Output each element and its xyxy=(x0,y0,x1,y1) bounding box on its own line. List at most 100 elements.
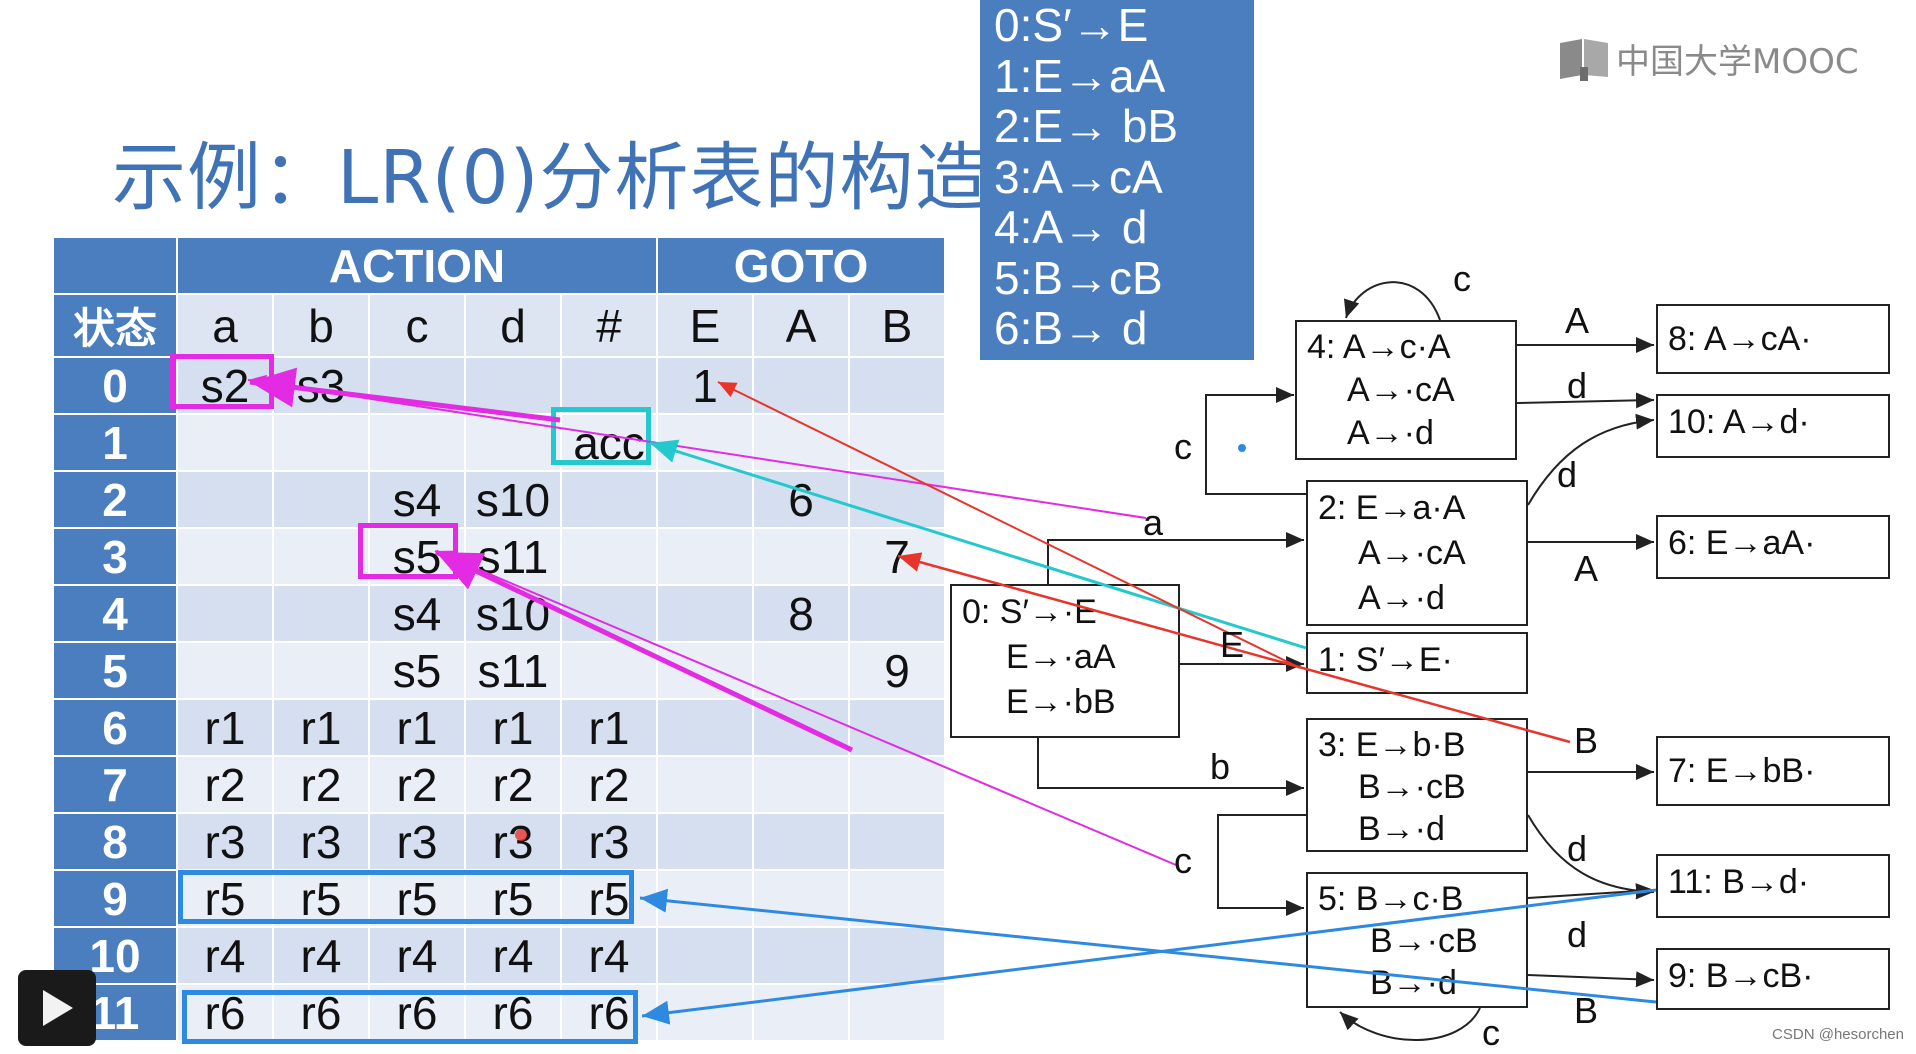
state-number: 6 xyxy=(52,698,178,757)
table-cell: s11 xyxy=(464,641,562,700)
table-cell: r3 xyxy=(368,812,466,871)
dfa-item: A→·d xyxy=(1347,414,1434,452)
state-number: 5 xyxy=(52,641,178,700)
table-cell xyxy=(560,470,658,529)
edge-label: d xyxy=(1567,914,1588,955)
table-cell: r1 xyxy=(368,698,466,757)
table-cell: 9 xyxy=(848,641,946,700)
table-cell xyxy=(176,413,274,472)
table-cell xyxy=(656,470,754,529)
table-cell: r2 xyxy=(368,755,466,814)
grammar-rule: 2:E→ bB xyxy=(994,100,1179,152)
table-cell: r5 xyxy=(464,869,562,928)
table-cell xyxy=(656,527,754,586)
table-cell xyxy=(272,413,370,472)
column-header: # xyxy=(560,293,658,358)
dfa-item: 5: B→c·B xyxy=(1318,880,1464,918)
dfa-item: 0: S′→·E xyxy=(962,593,1097,631)
goto-header: GOTO xyxy=(656,236,946,295)
edge-label: d xyxy=(1567,828,1588,869)
table-cell: r3 xyxy=(560,812,658,871)
table-cell xyxy=(656,755,754,814)
edge-label: c xyxy=(1482,1012,1500,1053)
column-header: c xyxy=(368,293,466,358)
dfa-item: 9: B→cB· xyxy=(1668,957,1814,995)
grammar-rule: 3:A→cA xyxy=(994,150,1163,203)
dfa-item: B→·cB xyxy=(1370,922,1478,960)
dfa-state-11: 11: B→d· xyxy=(1656,854,1890,918)
table-cell xyxy=(848,356,946,415)
video-play-button[interactable] xyxy=(18,970,96,1046)
book-logo-icon xyxy=(1560,38,1608,81)
table-cell xyxy=(272,584,370,643)
table-cell: 8 xyxy=(752,584,850,643)
dfa-item: 2: E→a·A xyxy=(1318,489,1466,527)
edge-label: a xyxy=(1143,502,1164,543)
mooc-logo: 中国大学MOOC xyxy=(1558,34,1859,83)
table-cell xyxy=(752,926,850,985)
column-header: a xyxy=(176,293,274,358)
dfa-state-2: 2: E→a·A A→·cA A→·d xyxy=(1306,480,1528,626)
grammar-panel: 0:S′→E 1:E→aA 2:E→ bB 3:A→cA 4:A→ d 5:B→… xyxy=(980,0,1254,360)
dfa-item: 7: E→bB· xyxy=(1668,752,1816,790)
watermark: CSDN @hesorchen xyxy=(1772,1026,1904,1043)
dfa-state-10: 10: A→d· xyxy=(1656,394,1890,458)
dfa-item: 4: A→c·A xyxy=(1307,328,1451,366)
dfa-item: B→·cB xyxy=(1358,768,1466,806)
table-cell xyxy=(752,869,850,928)
table-cell xyxy=(176,527,274,586)
table-cell: r3 xyxy=(464,812,562,871)
grammar-rule: 6:B→ d xyxy=(994,302,1148,354)
table-cell: r2 xyxy=(176,755,274,814)
dfa-item: 1: S′→E· xyxy=(1318,641,1453,679)
table-cell xyxy=(560,527,658,586)
column-header: A xyxy=(752,293,850,358)
corner-cell xyxy=(52,236,178,295)
table-cell xyxy=(848,755,946,814)
column-header: E xyxy=(656,293,754,358)
table-cell xyxy=(752,755,850,814)
table-cell: r4 xyxy=(464,926,562,985)
table-cell: s4 xyxy=(368,584,466,643)
table-cell: r1 xyxy=(560,698,658,757)
table-cell xyxy=(560,356,658,415)
play-icon xyxy=(43,990,73,1026)
table-cell xyxy=(656,584,754,643)
table-cell xyxy=(656,698,754,757)
dfa-state-7: 7: E→bB· xyxy=(1656,736,1890,806)
grammar-rule: 5:B→cB xyxy=(994,251,1163,304)
table-cell: 7 xyxy=(848,527,946,586)
edge-label: d xyxy=(1567,365,1588,406)
state-number: 0 xyxy=(52,356,178,415)
dfa-item: A→·cA xyxy=(1347,371,1455,409)
table-cell: r1 xyxy=(464,698,562,757)
grammar-rule: 0:S′→E xyxy=(994,0,1149,51)
table-cell xyxy=(752,983,850,1042)
edge-label: E xyxy=(1220,624,1245,665)
dfa-item: E→·bB xyxy=(1006,683,1116,721)
table-cell xyxy=(176,584,274,643)
dfa-state-4: 4: A→c·A A→·cA A→·d xyxy=(1295,320,1517,460)
column-header: B xyxy=(848,293,946,358)
state-number: 8 xyxy=(52,812,178,871)
dfa-state-0: 0: S′→·E E→·aA E→·bB xyxy=(950,584,1180,738)
action-header: ACTION xyxy=(176,236,658,295)
edge-label: d xyxy=(1557,454,1578,495)
table-cell: s10 xyxy=(464,470,562,529)
grammar-rule: 1:E→aA xyxy=(994,49,1166,102)
table-cell xyxy=(272,527,370,586)
table-cell: s3 xyxy=(272,356,370,415)
dfa-item: B→·d xyxy=(1358,810,1445,848)
table-cell: r4 xyxy=(560,926,658,985)
table-cell xyxy=(656,812,754,871)
table-cell: r1 xyxy=(272,698,370,757)
table-cell: r2 xyxy=(560,755,658,814)
table-cell: r4 xyxy=(176,926,274,985)
table-cell: r2 xyxy=(272,755,370,814)
edge-label: A xyxy=(1574,548,1599,589)
table-cell: r5 xyxy=(368,869,466,928)
table-cell xyxy=(464,356,562,415)
